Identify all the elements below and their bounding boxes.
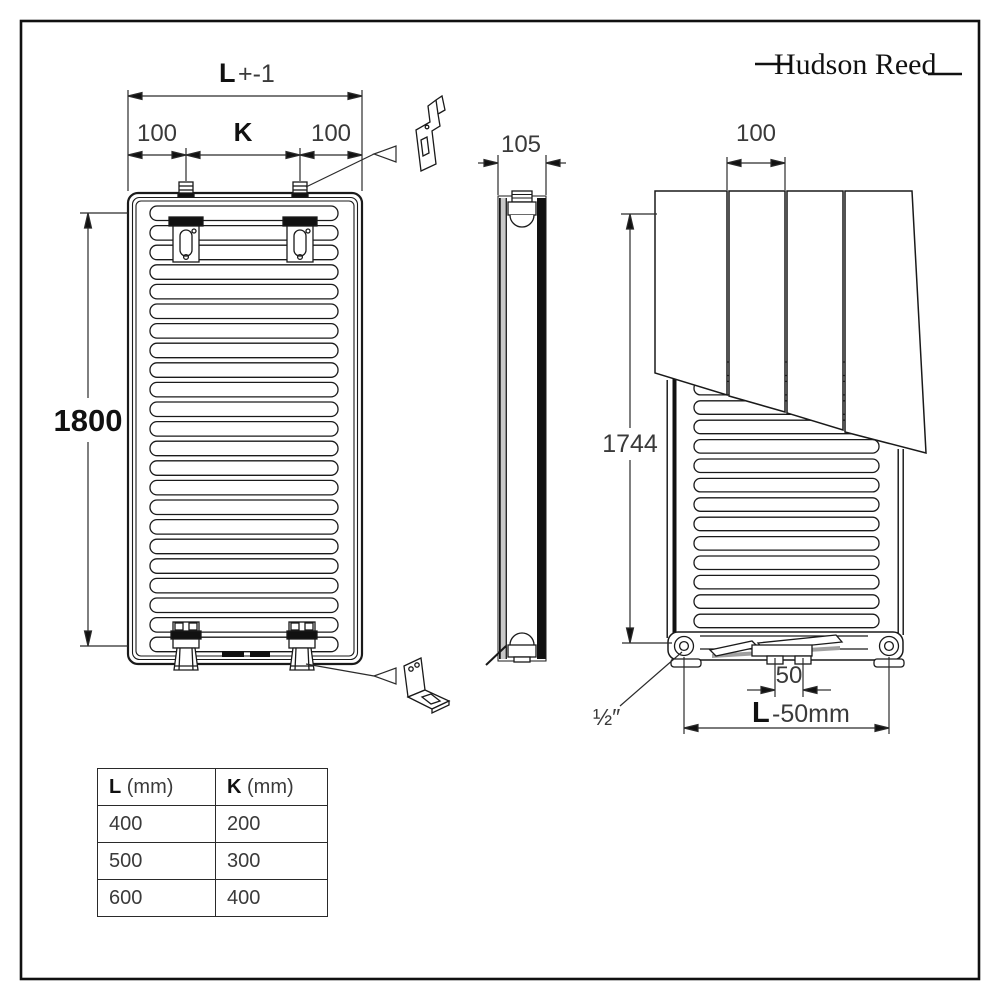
front-bottom-drain-mark <box>222 651 244 657</box>
rear-connection-right <box>878 635 900 657</box>
rear-view <box>654 190 927 668</box>
front-bottom-bracket-left <box>170 621 202 671</box>
dim-rear-height-label: 1744 <box>602 430 658 458</box>
connection-size-label: ½″ <box>593 704 620 730</box>
size-table-row: 500 300 <box>97 842 328 880</box>
bracket-leaders <box>305 145 397 685</box>
front-top-bracket-left <box>168 181 204 263</box>
dim-panel-width-label: 100 <box>736 120 776 147</box>
table-cell-k: 400 <box>215 879 328 917</box>
size-table-header-row: L (mm) K (mm) <box>97 768 328 806</box>
dim-connection-width-bold: L <box>752 697 770 729</box>
size-table-row: 400 200 <box>97 805 328 843</box>
front-bottom-drain-mark2 <box>250 651 270 657</box>
front-view <box>126 181 364 671</box>
front-top-bracket-right <box>282 181 318 263</box>
front-bottom-bracket-right <box>286 621 318 671</box>
dim-front-height-label: 1800 <box>54 403 123 438</box>
page-border <box>19 19 981 981</box>
size-table: L (mm) K (mm) 400 200 500 300 600 400 <box>97 768 328 917</box>
brand-logo: Hudson Reed <box>755 48 962 81</box>
side-view <box>485 190 547 666</box>
wall-bracket-icon <box>415 94 446 172</box>
size-table-header-l: L (mm) <box>97 768 216 806</box>
size-table-header-k: K (mm) <box>215 768 328 806</box>
rear-bottom-assembly <box>667 631 905 668</box>
rear-panels <box>654 190 927 454</box>
table-cell-k: 200 <box>215 805 328 843</box>
dim-connection-width-rest: -50mm <box>772 700 850 728</box>
dim-right-offset-label: 100 <box>311 120 351 147</box>
front-slats <box>149 205 339 653</box>
size-table-row: 600 400 <box>97 879 328 917</box>
table-cell-k: 300 <box>215 842 328 880</box>
dim-left-offset-label: 100 <box>137 120 177 147</box>
rear-dimensions <box>619 157 890 734</box>
dim-overall-width-rest: +-1 <box>238 60 275 88</box>
side-dimensions <box>478 155 566 195</box>
rear-connection-left <box>673 635 695 657</box>
table-cell-l: 600 <box>97 879 216 917</box>
dim-overall-width-bold: L <box>219 58 236 88</box>
front-dimensions <box>80 90 363 647</box>
dim-depth-label: 105 <box>501 131 541 158</box>
brand-logo-text: Hudson Reed <box>774 48 936 81</box>
floor-bracket-icon <box>403 657 451 715</box>
dim-bracket-spacing-label: K <box>234 117 253 147</box>
dim-center-spacing-label: 50 <box>776 662 803 689</box>
table-cell-l: 400 <box>97 805 216 843</box>
table-cell-l: 500 <box>97 842 216 880</box>
